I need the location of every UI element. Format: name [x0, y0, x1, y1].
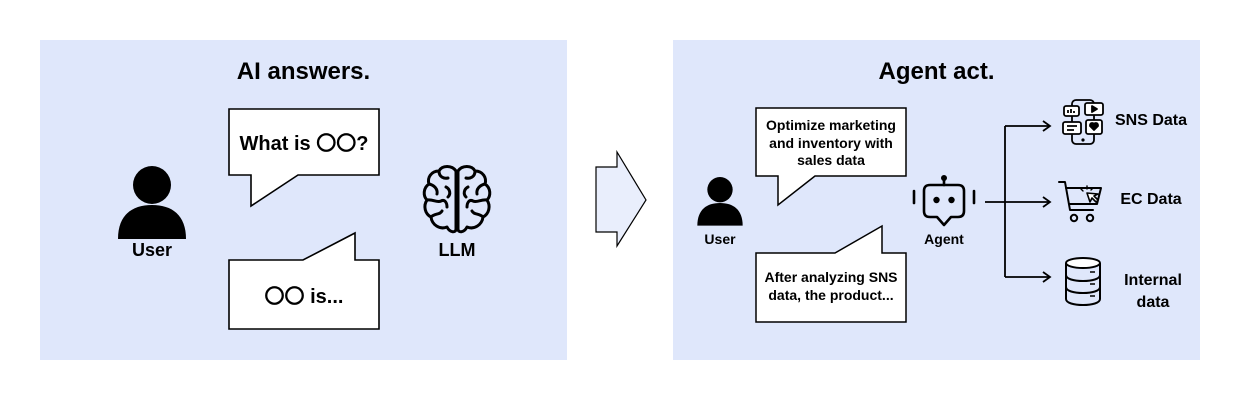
user-label: User	[131, 240, 173, 260]
response-text: After analyzing SNS data, the product...	[764, 269, 898, 303]
user-icon	[697, 177, 743, 226]
user-icon	[118, 166, 186, 239]
request-bubble	[755, 107, 907, 207]
response-bubble	[755, 224, 907, 323]
ec-data-label: EC Data	[1120, 191, 1182, 208]
panel-title: Agent act.	[878, 58, 995, 85]
request-text: Optimize marketing and inventory with sa…	[766, 117, 896, 168]
agent-to-sources-arrows	[985, 120, 1052, 283]
agent-act-panel: Agent act. User Optimize marketing and i…	[673, 40, 1200, 360]
answer-text: 〇〇 is...	[264, 286, 344, 308]
shopping-cart-icon	[1058, 181, 1102, 223]
agent-label: Agent	[924, 231, 964, 247]
transition-arrow	[595, 149, 647, 249]
sns-data-label: SNS Data	[1114, 112, 1188, 129]
robot-icon	[912, 175, 976, 227]
answer-bubble	[228, 231, 380, 330]
internal-data-label: Internal data	[1124, 272, 1182, 311]
ai-answers-panel: AI answers. User What is 〇〇? 〇〇 is... LL…	[40, 40, 567, 360]
user-label: User	[704, 231, 736, 247]
llm-label: LLM	[438, 240, 476, 260]
brain-icon	[422, 165, 492, 234]
social-apps-icon	[1062, 99, 1104, 145]
database-icon	[1065, 257, 1101, 307]
question-text: What is 〇〇?	[239, 133, 369, 155]
panel-title: AI answers.	[236, 58, 371, 85]
question-bubble	[228, 108, 380, 208]
